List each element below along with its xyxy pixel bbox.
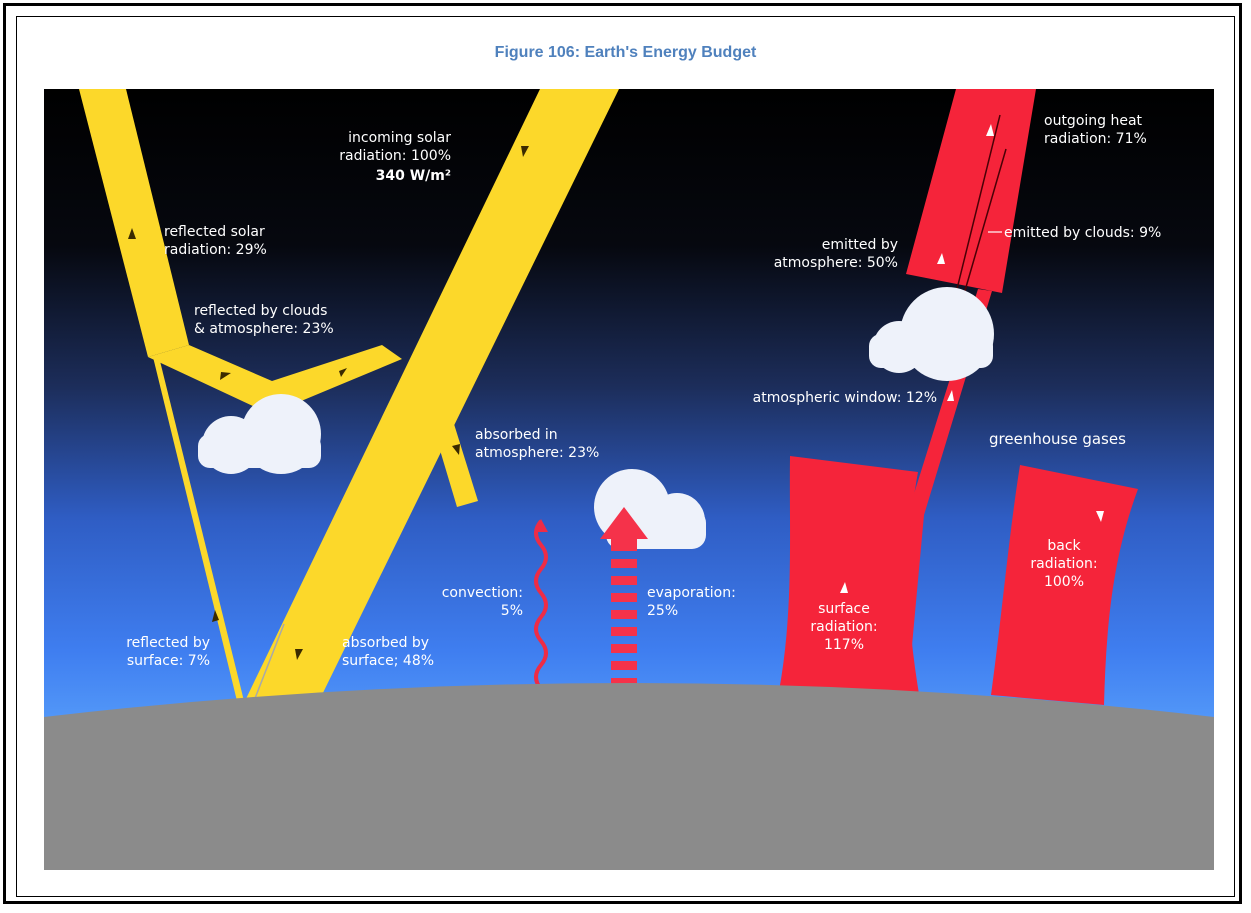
reflected-clouds-label-2: & atmosphere: 23% (194, 321, 334, 337)
arrowhead-clouds-left (220, 372, 231, 380)
arrowhead-outgoing (986, 124, 994, 136)
convection-label-2: 5% (501, 603, 523, 619)
window-label: atmospheric window: 12% (753, 390, 937, 406)
convection-arrowhead (534, 519, 548, 532)
inner-frame (16, 16, 1235, 897)
solar-flows (79, 89, 619, 705)
back-radiation-band (991, 465, 1138, 705)
cloud-right (869, 287, 994, 381)
emitted-atm-label-2: atmosphere: 50% (774, 255, 898, 271)
evaporation-label-2: 25% (647, 603, 678, 619)
back-rad-label-1: back (1047, 538, 1081, 554)
back-rad-label-3: 100% (1044, 574, 1084, 590)
arrowhead-surface-rad (840, 582, 848, 593)
reflected-solar-label-2: radiation: 29% (164, 242, 267, 258)
outgoing-heat-beam (906, 89, 1036, 293)
surface-rad-label-3: 117% (824, 637, 864, 653)
arrowhead-absorbed-surface (295, 649, 303, 660)
incoming-solar-beam (243, 89, 619, 705)
reflected-solar-beam (79, 89, 189, 357)
reflected-surface-label-2: surface: 7% (127, 653, 210, 669)
incoming-label-3: 340 W/m² (376, 168, 451, 184)
outer-frame (3, 3, 1242, 904)
arrowhead-reflected-surface (212, 610, 219, 622)
incoming-label-1: incoming solar (348, 130, 451, 146)
arrowhead-emitted-atm (937, 253, 945, 264)
back-rad-label-2: radiation: (1030, 556, 1097, 572)
outgoing-label-2: radiation: 71% (1044, 131, 1147, 147)
cloud-left (198, 394, 321, 474)
incoming-label-2: radiation: 100% (339, 148, 451, 164)
evaporation-arrow (600, 507, 648, 687)
arrowhead-absorbed-atm (452, 444, 460, 455)
arrowhead-clouds-right (339, 368, 347, 377)
greenhouse-label: greenhouse gases (989, 430, 1126, 448)
earth-surface (44, 683, 1214, 870)
cloud-emission-lines (953, 114, 1007, 302)
absorbed-atm-label-2: atmosphere: 23% (475, 445, 599, 461)
arrowhead-window (947, 390, 954, 401)
reflected-surface-label-1: reflected by (126, 635, 210, 651)
absorbed-atm-label-1: absorbed in (475, 427, 558, 443)
emitted-atm-label-1: emitted by (822, 237, 898, 253)
arrowhead-back-rad (1096, 511, 1104, 522)
reflected-clouds-label-1: reflected by clouds (194, 303, 327, 319)
surface-rad-label-2: radiation: (810, 619, 877, 635)
arrowhead-incoming (521, 146, 529, 157)
energy-budget-diagram: incoming solar radiation: 100% 340 W/m² … (44, 89, 1214, 870)
reflected-solar-label-1: reflected solar (164, 224, 265, 240)
convection-wave (534, 519, 548, 691)
absorbed-surface-label-2: surface; 48% (342, 653, 434, 669)
surface-reflection-line (253, 623, 285, 702)
emitted-clouds-label: emitted by clouds: 9% (1004, 225, 1161, 241)
reflected-surface-beam (153, 357, 244, 701)
outgoing-label-1: outgoing heat (1044, 113, 1143, 129)
absorbed-atmosphere-beam (434, 424, 478, 507)
arrowhead-reflected-up (128, 228, 136, 239)
surface-radiation-band (779, 456, 920, 700)
surface-rad-label-1: surface (818, 601, 870, 617)
heat-flows (779, 89, 1138, 705)
direction-arrowheads (128, 124, 1104, 660)
convection-label-1: convection: (442, 585, 523, 601)
reflected-clouds-beam (148, 345, 402, 414)
figure-caption: Figure 106: Earth's Energy Budget (494, 44, 757, 61)
absorbed-surface-label-1: absorbed by (342, 635, 429, 651)
evaporation-label-1: evaporation: (647, 585, 736, 601)
